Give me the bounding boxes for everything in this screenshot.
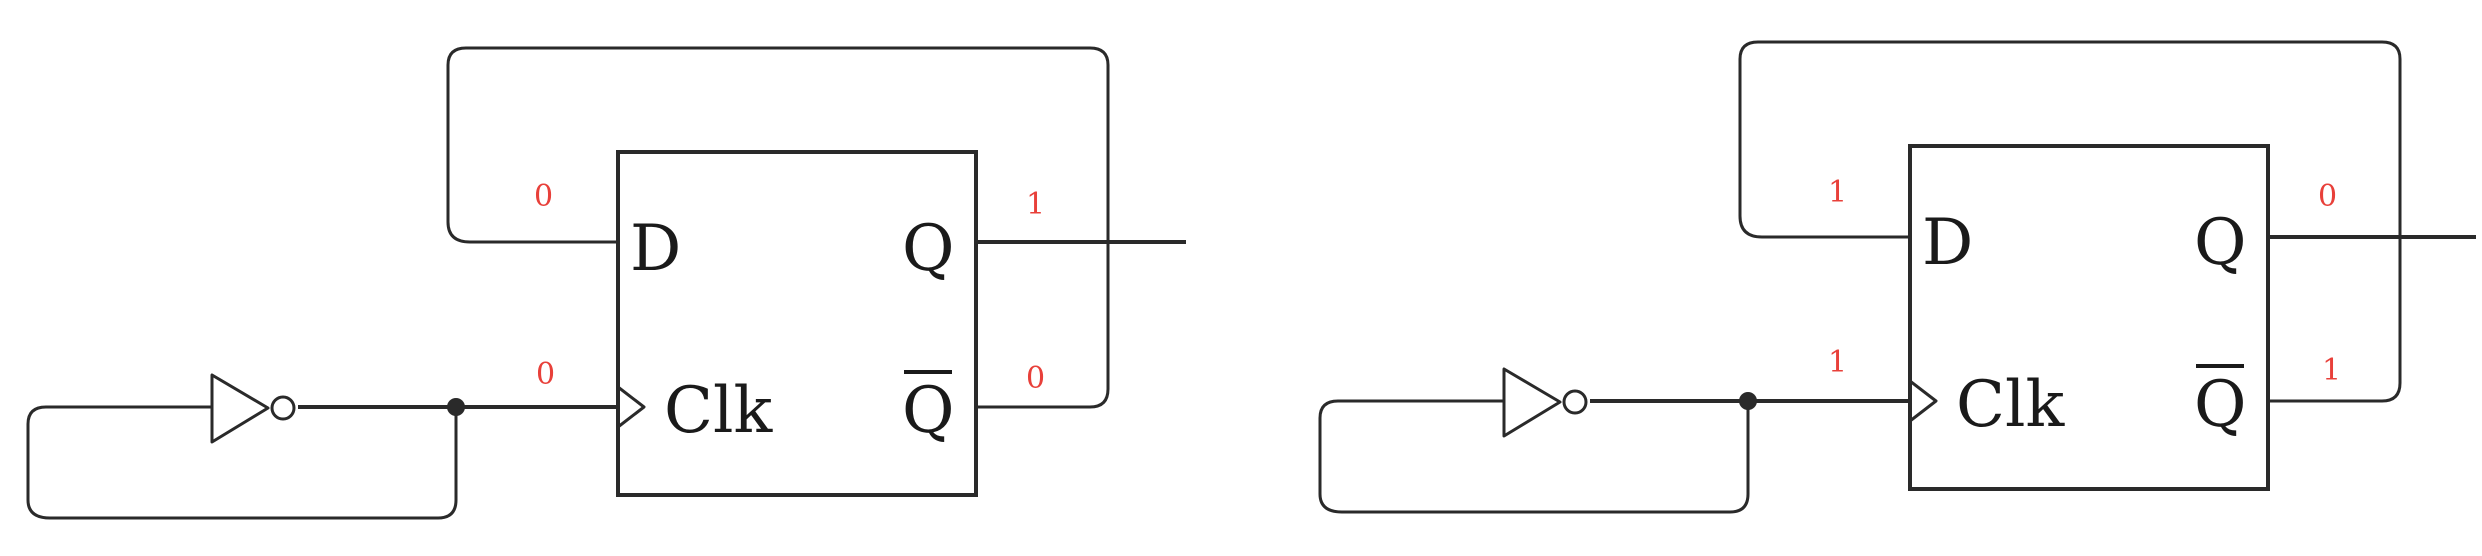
circuit-left: D Q Clk Q 0 1 0 0 [26, 46, 1186, 520]
pin-label-q: Q [2194, 206, 2246, 280]
flip-flop-box [616, 150, 978, 497]
value-q: 0 [2318, 179, 2337, 214]
value-d: 1 [1828, 175, 1847, 210]
value-qbar: 0 [1026, 361, 1045, 396]
pin-label-qbar: Q [902, 374, 954, 448]
pin-label-qbar: Q [2194, 368, 2246, 442]
value-clk: 0 [536, 357, 555, 392]
pin-label-clk: Clk [664, 374, 773, 448]
inverter-gate [210, 373, 270, 444]
circuit-right: D Q Clk Q 1 0 1 1 [1318, 40, 2476, 514]
inverter-gate [1502, 367, 1562, 438]
pin-label-q: Q [902, 212, 954, 286]
feedback-wire [1738, 40, 2402, 403]
feedback-wire [446, 46, 1110, 409]
pin-label-clk: Clk [1956, 368, 2065, 442]
clock-input-marker [616, 385, 646, 429]
clock-input-marker [1908, 379, 1938, 423]
flip-flop-box [1908, 144, 2270, 491]
value-clk: 1 [1828, 345, 1847, 380]
value-d: 0 [534, 179, 553, 214]
inverter-loop-wire [1318, 399, 1750, 514]
pin-label-d: D [1922, 206, 1973, 280]
inverter-bubble [1562, 389, 1588, 415]
value-q: 1 [1026, 187, 1045, 222]
pin-label-d: D [630, 212, 681, 286]
value-qbar: 1 [2322, 353, 2341, 388]
inverter-loop-wire [26, 405, 458, 520]
inverter-bubble [270, 395, 296, 421]
